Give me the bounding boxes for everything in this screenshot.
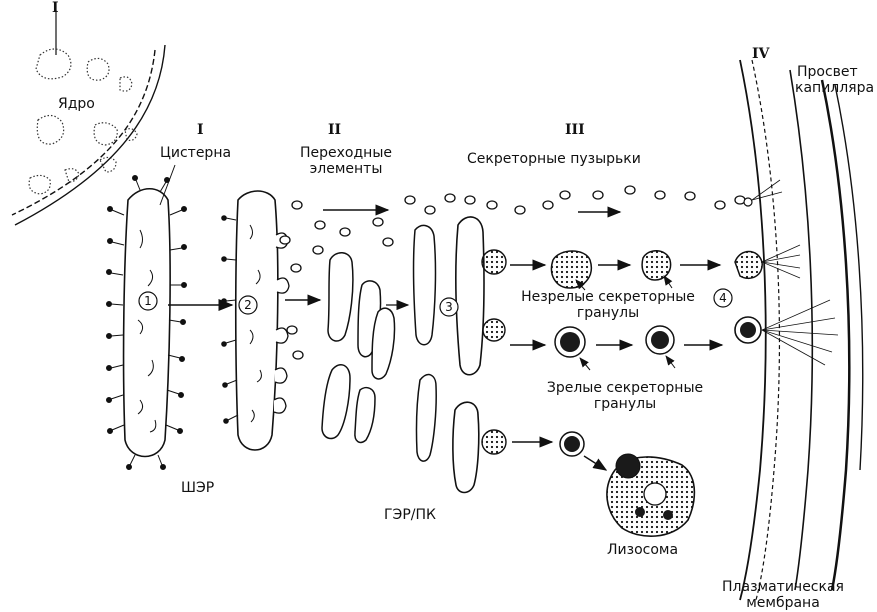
mature-granules-label-line-1: Зрелые секреторные xyxy=(522,380,728,396)
rer-cistern xyxy=(107,165,187,470)
transitional-label-line-1: Переходные xyxy=(294,145,398,161)
exocytosis-events xyxy=(735,180,838,365)
golgi-cisternae xyxy=(322,225,436,461)
capillary-lumen-label-line-2: капилляра xyxy=(795,80,874,96)
step-3-number: 3 xyxy=(441,299,457,315)
cistern-label: Цистерна xyxy=(160,145,231,161)
roman-label-1-top: I xyxy=(52,0,59,16)
nucleus-label: Ядро xyxy=(58,96,95,112)
lysosome-pathway xyxy=(512,432,694,536)
transitional-cistern xyxy=(222,191,289,450)
transitional-label-line-2: элементы xyxy=(294,161,398,177)
roman-label-2: II xyxy=(328,122,341,138)
immature-granules xyxy=(510,251,720,290)
step-1-number: 1 xyxy=(140,293,156,309)
step-2-number: 2 xyxy=(240,297,256,313)
trans-golgi xyxy=(453,217,484,493)
immature-granules-label-line-2: гранулы xyxy=(500,305,716,321)
plasma-membrane-label-line-2: мембрана xyxy=(718,595,848,611)
rer-label: ШЭР xyxy=(181,480,214,496)
roman-label-1: I xyxy=(197,122,204,138)
immature-granules-label-line-1: Незрелые секреторные xyxy=(500,289,716,305)
lysosome-label: Лизосома xyxy=(607,542,678,558)
step-4-number: 4 xyxy=(715,290,731,306)
rer-golgi-label: ГЭР/ПК xyxy=(384,507,436,523)
roman-label-3: III xyxy=(565,122,585,138)
mature-granules-label-line-2: гранулы xyxy=(522,396,728,412)
secretory-vesicles-label: Секреторные пузырьки xyxy=(467,151,641,167)
plasma-membrane-label-line-1: Плазматическая xyxy=(718,579,848,595)
capillary-lumen-label-line-1: Просвет xyxy=(797,64,858,80)
mature-granules xyxy=(510,326,722,370)
budding-granules xyxy=(482,250,506,454)
roman-label-4: IV xyxy=(752,46,769,62)
